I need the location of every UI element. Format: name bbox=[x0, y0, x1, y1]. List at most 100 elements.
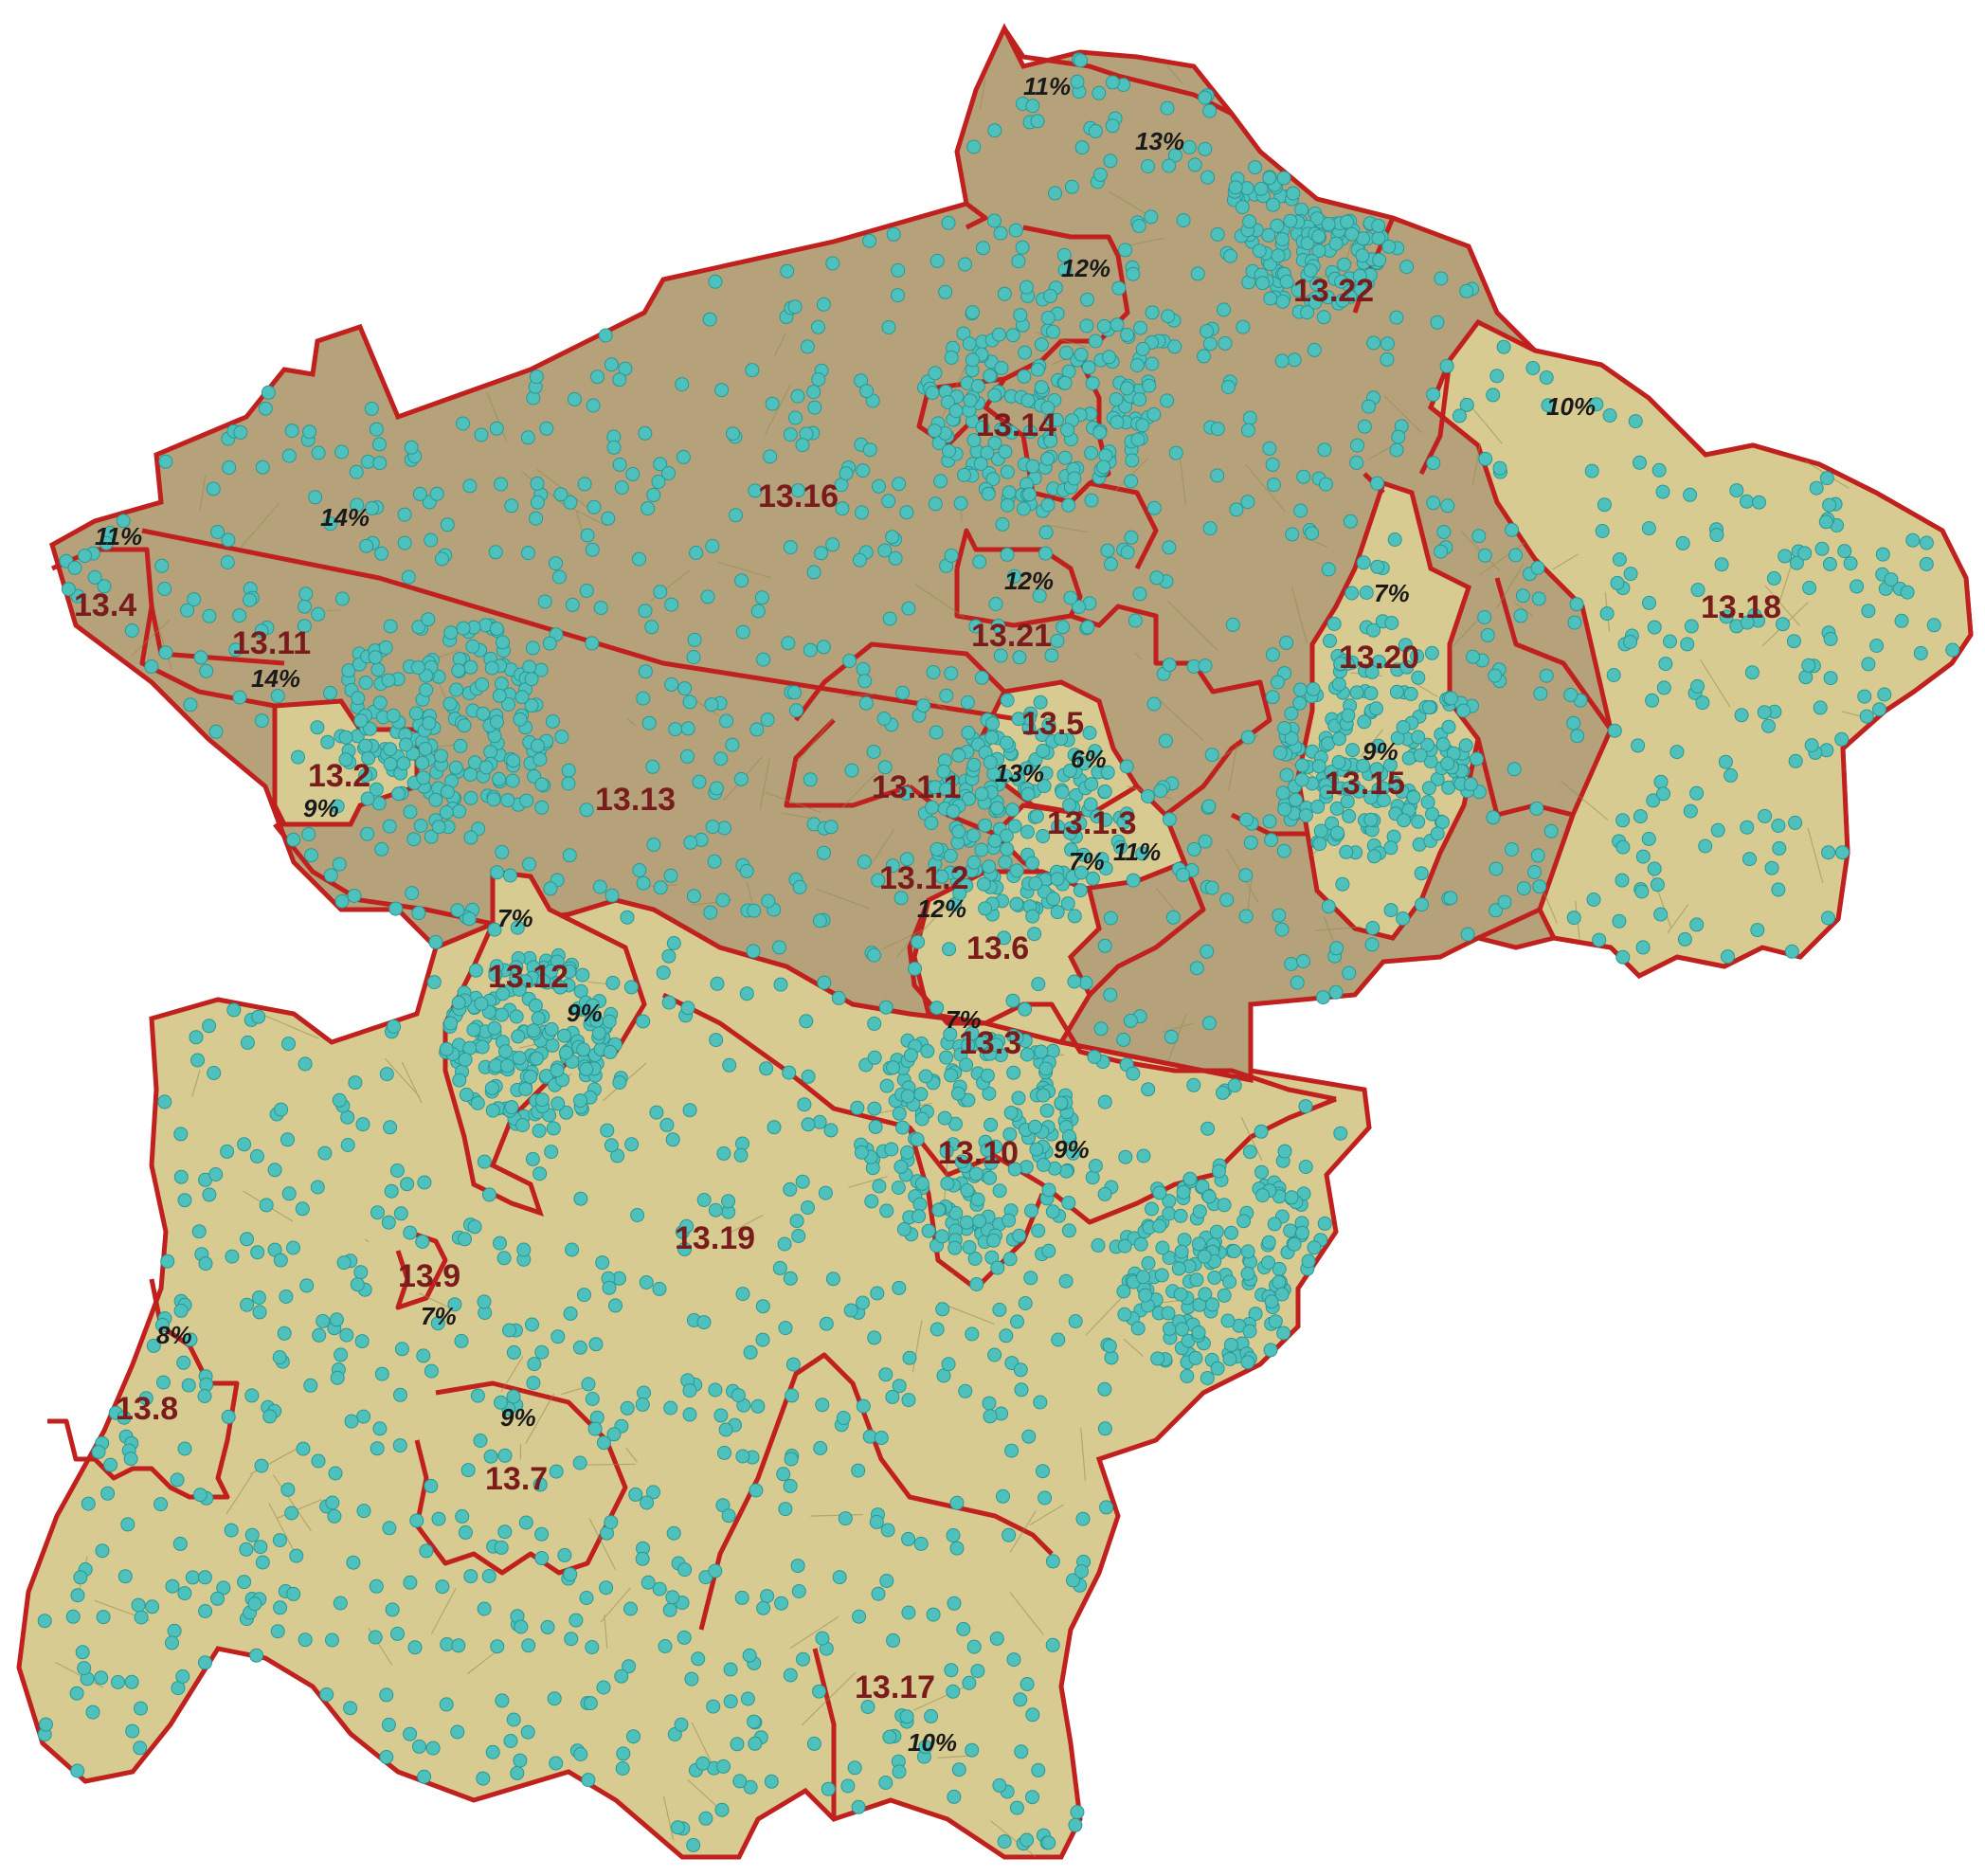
point-marker bbox=[1444, 691, 1458, 706]
point-marker bbox=[91, 1444, 106, 1459]
point-marker bbox=[1274, 353, 1290, 369]
point-marker bbox=[267, 1163, 282, 1178]
parcel-line bbox=[55, 1661, 104, 1688]
point-marker bbox=[286, 832, 301, 847]
point-marker bbox=[1029, 1142, 1044, 1157]
point-marker bbox=[961, 1037, 976, 1053]
point-marker bbox=[1025, 99, 1040, 114]
point-marker bbox=[997, 422, 1012, 437]
point-marker bbox=[1570, 729, 1585, 744]
point-marker bbox=[579, 1591, 594, 1605]
point-marker bbox=[1007, 568, 1021, 584]
point-marker bbox=[198, 1256, 213, 1272]
point-marker bbox=[666, 936, 681, 950]
point-marker bbox=[664, 676, 679, 692]
point-marker bbox=[1651, 462, 1667, 478]
point-marker bbox=[346, 1555, 361, 1570]
point-marker bbox=[965, 352, 980, 368]
point-marker bbox=[879, 1203, 894, 1218]
point-marker bbox=[1443, 891, 1458, 906]
point-marker bbox=[927, 424, 942, 439]
point-marker bbox=[1198, 658, 1213, 674]
point-marker bbox=[1539, 668, 1554, 683]
point-marker bbox=[341, 663, 356, 678]
point-marker bbox=[1489, 369, 1505, 384]
point-marker bbox=[807, 400, 822, 415]
point-marker bbox=[1857, 689, 1872, 704]
point-marker bbox=[274, 1102, 289, 1117]
parcel-line bbox=[801, 1671, 857, 1726]
point-marker bbox=[1011, 254, 1026, 269]
point-marker bbox=[1771, 819, 1786, 833]
point-marker bbox=[1075, 1511, 1091, 1526]
point-marker bbox=[512, 1051, 527, 1066]
point-marker bbox=[1057, 375, 1073, 390]
pct-label-13-4: 11% bbox=[95, 522, 142, 550]
parcel-line bbox=[1009, 1592, 1045, 1636]
point-marker bbox=[1204, 748, 1219, 763]
point-marker bbox=[780, 263, 795, 279]
point-marker bbox=[1202, 103, 1218, 118]
parcel-line bbox=[1290, 586, 1308, 643]
point-marker bbox=[1788, 815, 1803, 830]
point-marker bbox=[167, 1623, 182, 1638]
point-marker bbox=[506, 1712, 521, 1727]
point-marker bbox=[1276, 171, 1291, 186]
point-marker bbox=[415, 1235, 430, 1249]
point-marker bbox=[819, 1316, 834, 1331]
point-marker bbox=[806, 1736, 821, 1751]
point-marker bbox=[525, 1151, 540, 1166]
point-marker bbox=[700, 589, 715, 604]
point-marker bbox=[1689, 917, 1705, 932]
point-marker bbox=[133, 1741, 148, 1756]
point-marker bbox=[490, 865, 505, 880]
point-marker bbox=[817, 845, 831, 860]
point-marker bbox=[1013, 308, 1028, 323]
point-marker bbox=[1262, 171, 1277, 186]
point-marker bbox=[232, 690, 247, 705]
point-marker bbox=[668, 722, 683, 737]
point-marker bbox=[876, 712, 892, 726]
point-marker bbox=[477, 1294, 492, 1309]
point-marker bbox=[493, 1236, 507, 1251]
point-marker bbox=[145, 1599, 160, 1614]
point-marker bbox=[854, 1145, 869, 1160]
point-marker bbox=[1354, 282, 1368, 298]
point-marker bbox=[862, 233, 877, 248]
point-marker bbox=[1017, 369, 1032, 384]
point-marker bbox=[197, 1389, 212, 1403]
point-marker bbox=[1045, 324, 1060, 339]
point-marker bbox=[450, 1724, 465, 1740]
point-marker bbox=[790, 1559, 805, 1574]
point-marker bbox=[1083, 797, 1098, 812]
point-marker bbox=[997, 930, 1012, 946]
point-marker bbox=[885, 530, 900, 545]
point-marker bbox=[1238, 868, 1254, 883]
point-marker bbox=[1334, 274, 1349, 289]
point-marker bbox=[985, 472, 1001, 487]
point-marker bbox=[1275, 232, 1290, 246]
point-marker bbox=[1120, 381, 1134, 396]
point-marker bbox=[1306, 681, 1321, 696]
point-marker bbox=[543, 881, 558, 896]
point-marker bbox=[1752, 495, 1766, 510]
point-marker bbox=[799, 1014, 814, 1029]
point-marker bbox=[1328, 236, 1344, 251]
point-marker bbox=[1525, 361, 1541, 375]
point-marker bbox=[1027, 927, 1042, 942]
point-marker bbox=[1021, 1429, 1037, 1444]
point-marker bbox=[974, 842, 989, 857]
point-marker bbox=[1283, 213, 1298, 228]
parcel-line bbox=[1700, 659, 1731, 708]
point-marker bbox=[409, 1513, 424, 1528]
point-marker bbox=[1894, 613, 1909, 628]
point-marker bbox=[374, 1366, 389, 1381]
parcel-line bbox=[1009, 1510, 1037, 1553]
point-marker bbox=[565, 1242, 580, 1257]
point-marker bbox=[1305, 526, 1320, 541]
point-marker bbox=[1051, 820, 1066, 834]
point-marker bbox=[1505, 522, 1520, 537]
point-marker bbox=[596, 1680, 611, 1695]
point-marker bbox=[336, 1255, 352, 1271]
point-marker bbox=[811, 372, 826, 387]
